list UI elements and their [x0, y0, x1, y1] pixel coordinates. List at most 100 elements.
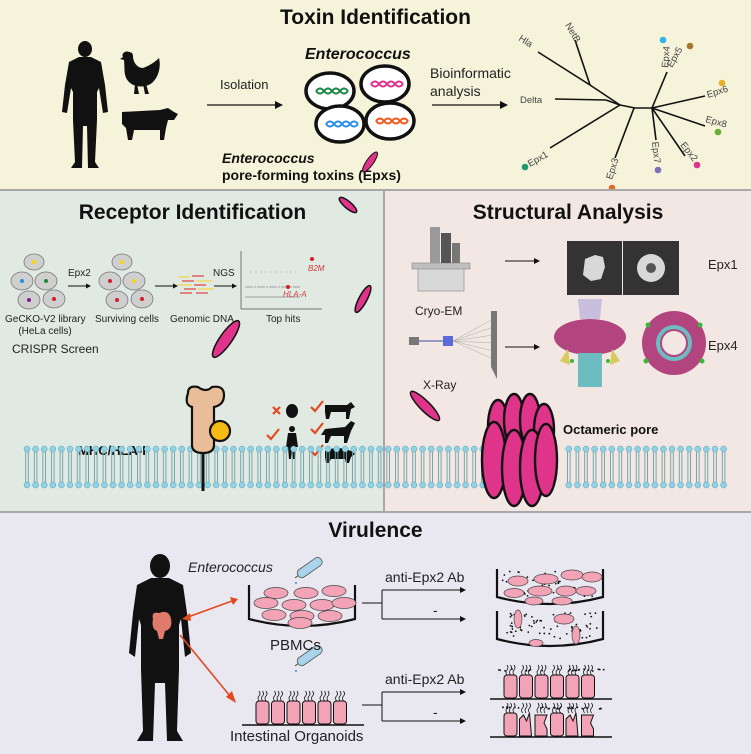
cell	[503, 588, 525, 598]
chicken-icon	[120, 51, 160, 94]
epithelial-cell	[302, 700, 316, 725]
cell	[581, 571, 603, 583]
lipid	[677, 445, 684, 489]
enterococcus-virulence-label: Enterococcus	[188, 559, 273, 575]
epx-genus-label: Enterococcus	[222, 150, 315, 166]
xray-diffraction-icon	[409, 311, 497, 379]
lipid	[608, 445, 616, 489]
pbmc-protected-dish-icon	[495, 569, 605, 606]
mouse-icon	[286, 404, 298, 418]
lipid	[393, 445, 401, 489]
lipid	[109, 445, 117, 489]
structural-analysis-panel: Structural Analysis Cryo-EM Epx1 X-Ray	[385, 189, 751, 511]
lipid	[685, 445, 693, 489]
lipid	[720, 445, 727, 489]
tree-leaf-dot-epx8	[714, 128, 722, 136]
organoid-protected-icon	[490, 664, 612, 700]
toxin-monomer-icon	[409, 390, 441, 422]
lipid	[376, 445, 383, 489]
lipid	[66, 445, 74, 489]
epithelial-cell	[286, 700, 301, 725]
lipid	[634, 445, 641, 489]
lipid	[298, 445, 306, 489]
toxin-monomer-icon	[354, 284, 372, 314]
cow-small-icon	[325, 402, 355, 419]
check-icon	[310, 422, 324, 435]
arrow-icon	[505, 258, 540, 264]
tree-leaf-epx2: Epx2	[678, 140, 700, 164]
epithelial-cell	[255, 700, 270, 725]
isolation-label: Isolation	[220, 77, 269, 92]
epithelial-cell	[550, 674, 564, 699]
toxin-monomer-icon	[338, 196, 358, 214]
phylogenetic-tree: NetB Hla Delta Epx1 Epx3 Epx7 Epx2 Epx8 …	[516, 21, 730, 192]
tree-leaf-epx8: Epx8	[704, 114, 728, 130]
analysis-arrow-icon	[432, 101, 508, 109]
lipid	[290, 445, 297, 489]
cell	[263, 587, 289, 599]
arrow-icon	[214, 283, 237, 289]
lipid	[333, 445, 340, 489]
lipid	[23, 445, 31, 489]
lipid	[238, 445, 246, 489]
epithelial-cell	[317, 700, 332, 725]
toxin-monomer-icon	[362, 151, 378, 173]
intestine-icon	[152, 611, 172, 639]
toxin-identification-title: Toxin Identification	[280, 6, 471, 29]
epithelial-cell	[271, 700, 285, 725]
lipid	[92, 445, 100, 489]
cryo-em-label: Cryo-EM	[415, 304, 463, 318]
lipid	[341, 445, 349, 489]
epithelial-cell	[581, 674, 595, 699]
lipid	[255, 445, 263, 489]
lipid	[58, 445, 65, 489]
arrow-icon	[68, 283, 91, 289]
cell	[507, 575, 529, 587]
surviving-cells-icon	[98, 253, 154, 310]
lipid	[221, 445, 229, 489]
human-icon	[62, 41, 108, 168]
virulence-title: Virulence	[328, 519, 423, 542]
lipid	[40, 445, 48, 489]
lipid	[350, 445, 358, 489]
lipid	[453, 445, 461, 489]
cryo-em-microscope-icon	[411, 227, 471, 292]
tree-leaf-dot-epx4	[659, 36, 667, 44]
cell	[571, 625, 581, 645]
tree-leaf-delta: Delta	[520, 95, 543, 106]
lipid	[281, 445, 289, 489]
library-label: GeCKO-V2 library (HeLa cells)	[5, 314, 86, 338]
isolation-arrow-icon	[207, 101, 283, 109]
lipid	[625, 445, 633, 489]
tree-leaf-epx7: Epx7	[649, 141, 662, 164]
lipid	[169, 445, 177, 489]
lipid	[470, 445, 478, 489]
epithelial-cell	[519, 674, 533, 699]
lipid	[642, 445, 650, 489]
check-icon	[310, 400, 324, 413]
lipid	[574, 445, 581, 489]
lipid	[118, 445, 125, 489]
lipid	[419, 445, 426, 489]
lipid	[367, 445, 375, 489]
lipid	[462, 445, 469, 489]
cow-icon	[122, 108, 178, 140]
arrow-icon	[505, 344, 540, 350]
crispr-screen-label: CRISPR Screen	[12, 342, 99, 356]
lipid	[212, 445, 220, 489]
human-icon	[129, 554, 191, 741]
lipid	[668, 445, 676, 489]
tree-leaf-dot-epx5	[686, 42, 694, 50]
epithelial-cell	[333, 700, 347, 725]
lipid	[694, 445, 702, 489]
lipid	[126, 445, 134, 489]
enterococcus-label: Enterococcus	[305, 46, 411, 63]
lipid	[651, 445, 659, 489]
lipid	[582, 445, 590, 489]
cell	[331, 597, 357, 609]
tree-leaf-hla: Hla	[516, 33, 535, 50]
lipid	[445, 445, 452, 489]
cell	[293, 587, 319, 599]
cell	[551, 596, 573, 606]
sampling-arrows	[179, 597, 238, 703]
